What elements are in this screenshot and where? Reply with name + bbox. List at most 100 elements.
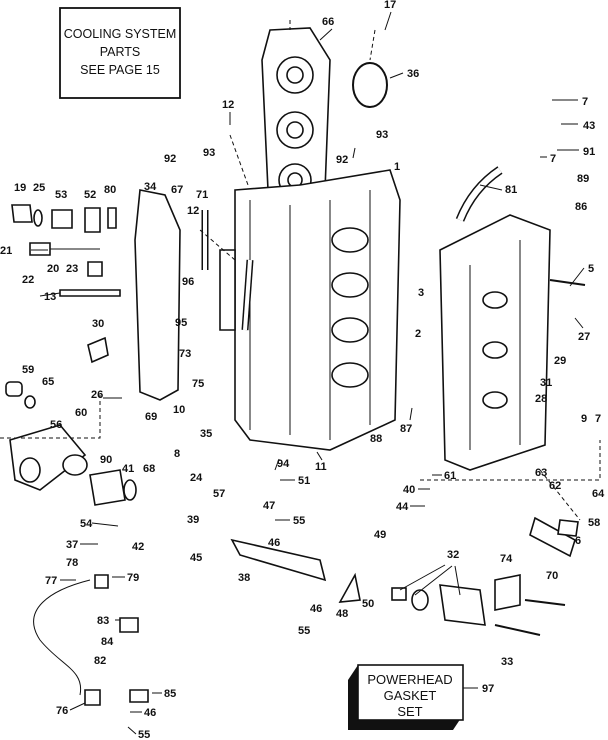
callout-26: 26 bbox=[91, 389, 103, 401]
callout-92: 92 bbox=[336, 154, 348, 166]
callout-46b: 46 bbox=[310, 603, 322, 615]
wiring-harness bbox=[33, 574, 149, 706]
callout-56: 56 bbox=[50, 419, 62, 431]
callout-48: 48 bbox=[336, 608, 348, 620]
callout-55: 55 bbox=[293, 515, 305, 527]
callout-28: 28 bbox=[535, 393, 547, 405]
callout-13: 13 bbox=[44, 291, 56, 303]
callout-12b: 12 bbox=[187, 205, 199, 217]
callout-92b: 92 bbox=[164, 153, 176, 165]
callout-81: 81 bbox=[505, 184, 517, 196]
right-lower-parts bbox=[391, 279, 586, 636]
cylinder-block bbox=[219, 169, 401, 451]
gasket-line-2: GASKET bbox=[384, 688, 437, 703]
gasket-ref-label: 97 bbox=[482, 683, 494, 695]
left-small-parts bbox=[5, 204, 121, 409]
callout-3: 3 bbox=[418, 287, 424, 299]
note-line-2: PARTS bbox=[100, 45, 141, 59]
callout-78: 78 bbox=[66, 557, 78, 569]
callout-68: 68 bbox=[143, 463, 155, 475]
callout-24: 24 bbox=[190, 472, 203, 484]
thermostat-cover bbox=[134, 189, 181, 401]
callout-33: 33 bbox=[501, 656, 513, 668]
callout-83: 83 bbox=[97, 615, 109, 627]
callout-10: 10 bbox=[173, 404, 185, 416]
callout-64: 64 bbox=[592, 488, 605, 500]
callout-93: 93 bbox=[376, 129, 388, 141]
callout-63: 63 bbox=[535, 467, 547, 479]
callout-49: 49 bbox=[374, 529, 386, 541]
callout-7b: 7 bbox=[550, 153, 556, 165]
callout-87: 87 bbox=[400, 423, 412, 435]
callout-37: 37 bbox=[66, 539, 78, 551]
crankcase-cover bbox=[439, 214, 551, 471]
callout-31: 31 bbox=[540, 377, 552, 389]
callout-96: 96 bbox=[182, 276, 194, 288]
callout-74: 74 bbox=[500, 553, 513, 565]
callout-82: 82 bbox=[94, 655, 106, 667]
callout-51: 51 bbox=[298, 475, 310, 487]
callout-34: 34 bbox=[144, 181, 157, 193]
callout-71: 71 bbox=[196, 189, 208, 201]
callout-54: 54 bbox=[80, 518, 93, 530]
callout-42: 42 bbox=[132, 541, 144, 553]
callout-41: 41 bbox=[122, 463, 134, 475]
callout-27: 27 bbox=[578, 331, 590, 343]
callout-1: 1 bbox=[394, 161, 400, 173]
callout-5: 5 bbox=[588, 263, 594, 275]
callout-20: 20 bbox=[47, 263, 59, 275]
guide-lines bbox=[0, 20, 601, 521]
callout-2: 2 bbox=[415, 328, 421, 340]
callout-73: 73 bbox=[179, 348, 191, 360]
callout-43: 43 bbox=[583, 120, 595, 132]
callout-8: 8 bbox=[174, 448, 180, 460]
callout-45: 45 bbox=[190, 552, 202, 564]
callout-77: 77 bbox=[45, 575, 57, 587]
exhaust-cover-plate bbox=[261, 27, 331, 201]
callout-19: 19 bbox=[14, 182, 26, 194]
callout-46c: 46 bbox=[144, 707, 156, 719]
callout-44: 44 bbox=[396, 501, 409, 513]
callout-32: 32 bbox=[447, 549, 459, 561]
callout-22: 22 bbox=[22, 274, 34, 286]
note-line-3: SEE PAGE 15 bbox=[80, 63, 160, 77]
callout-84: 84 bbox=[101, 636, 114, 648]
callout-91: 91 bbox=[583, 146, 595, 158]
powerhead-gasket-set-box: POWERHEAD GASKET SET 97 bbox=[348, 664, 494, 730]
callout-55b: 55 bbox=[298, 625, 310, 637]
callout-50: 50 bbox=[362, 598, 374, 610]
callout-57: 57 bbox=[213, 488, 225, 500]
callout-59: 59 bbox=[22, 364, 34, 376]
callout-12: 12 bbox=[222, 99, 234, 111]
callout-47: 47 bbox=[263, 500, 275, 512]
callout-29: 29 bbox=[554, 355, 566, 367]
note-line-1: COOLING SYSTEM bbox=[64, 27, 177, 41]
callout-36: 36 bbox=[407, 68, 419, 80]
callout-70: 70 bbox=[546, 570, 558, 582]
callout-40: 40 bbox=[403, 484, 415, 496]
callout-89: 89 bbox=[577, 173, 589, 185]
gasket-line-3: SET bbox=[397, 704, 422, 719]
callout-75: 75 bbox=[192, 378, 204, 390]
leader-lines bbox=[31, 11, 585, 735]
callout-23: 23 bbox=[66, 263, 78, 275]
callout-76: 76 bbox=[56, 705, 68, 717]
callout-25: 25 bbox=[33, 182, 45, 194]
linkage-50 bbox=[338, 572, 361, 603]
callout-11: 11 bbox=[315, 461, 327, 473]
callout-35: 35 bbox=[200, 428, 212, 440]
linkage-38 bbox=[230, 538, 327, 582]
callout-86: 86 bbox=[575, 201, 587, 213]
callout-67: 67 bbox=[171, 184, 183, 196]
callout-30: 30 bbox=[92, 318, 104, 330]
callout-52: 52 bbox=[84, 189, 96, 201]
callout-7c: 7 bbox=[595, 413, 601, 425]
callout-21: 21 bbox=[0, 245, 12, 257]
callout-39: 39 bbox=[187, 514, 199, 526]
callout-93b: 93 bbox=[203, 147, 215, 159]
callout-61: 61 bbox=[444, 470, 456, 482]
callout-88: 88 bbox=[370, 433, 382, 445]
callout-66: 66 bbox=[322, 16, 334, 28]
callout-7: 7 bbox=[582, 96, 588, 108]
